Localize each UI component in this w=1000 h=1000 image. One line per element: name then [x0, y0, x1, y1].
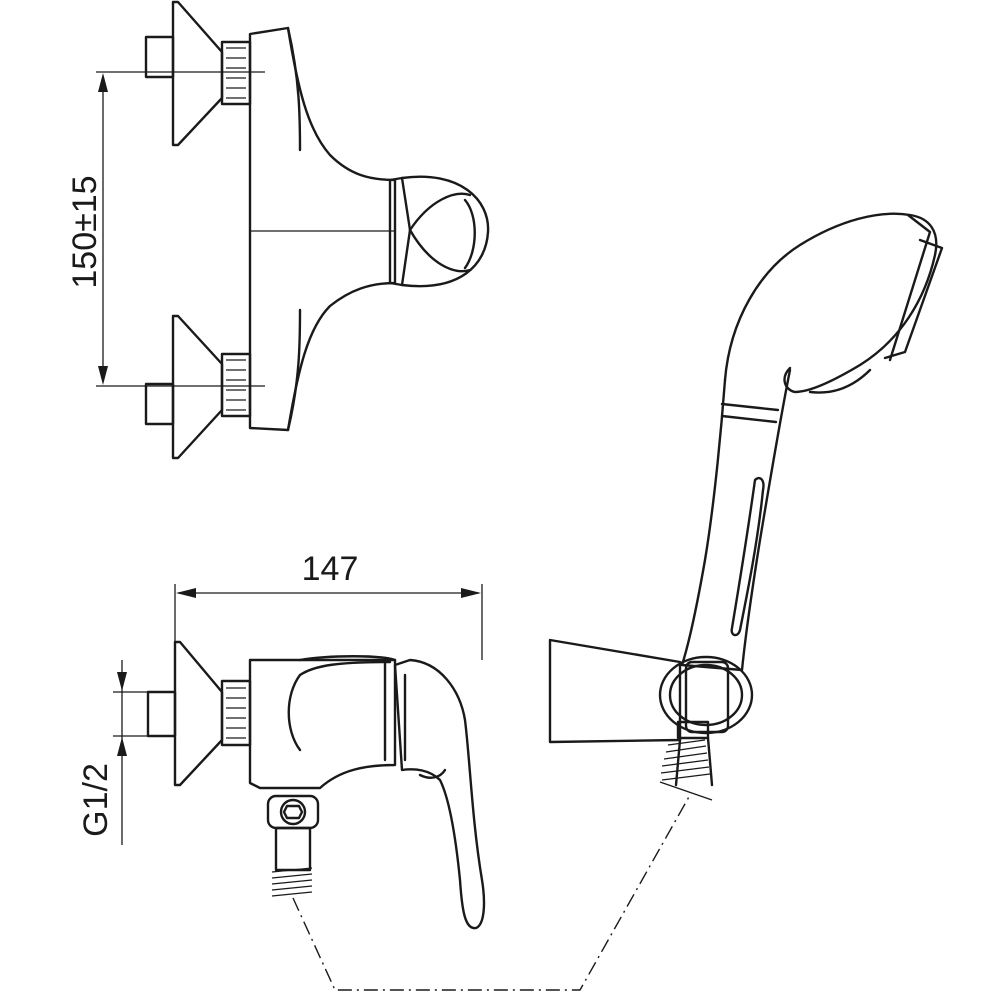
spacing-label: 150±15: [66, 175, 104, 288]
lower-inlet: [144, 314, 252, 460]
side-view: 147 G1/2: [77, 550, 486, 930]
thread-dimension: G1/2: [77, 660, 175, 845]
hand-shower: [548, 212, 944, 801]
upper-inlet: [144, 0, 252, 147]
shower-head: [723, 212, 944, 394]
top-view: 150±15: [66, 0, 490, 460]
wall-holder: [548, 638, 754, 744]
shower-handle: [680, 368, 792, 672]
shower-hose-stub: [659, 736, 714, 801]
width-dimension: 147: [174, 550, 483, 660]
width-label: 147: [302, 550, 359, 588]
thread-label: G1/2: [77, 763, 115, 837]
mixer-body-top: [248, 26, 490, 432]
hose-path: [292, 794, 691, 991]
spacing-dimension: 150±15: [66, 73, 108, 385]
mixer-body-side: [248, 655, 397, 790]
lever-handle: [393, 658, 486, 930]
hose-outlet: [266, 794, 320, 897]
wall-connector: [146, 640, 252, 787]
